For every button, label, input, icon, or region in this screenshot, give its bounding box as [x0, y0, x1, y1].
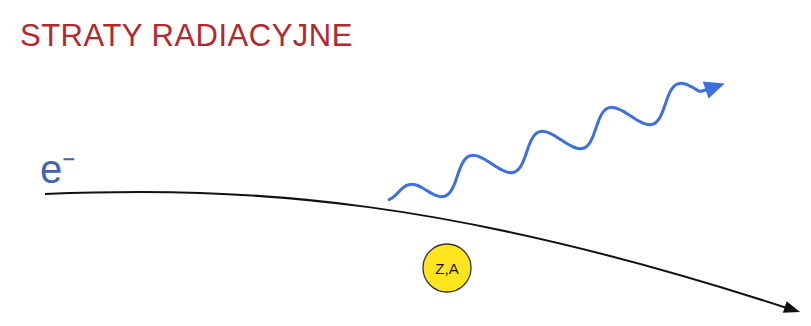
nucleus-label: Z,A [435, 260, 458, 277]
nucleus-circle: Z,A [421, 242, 473, 294]
photon-wave [388, 83, 709, 200]
arrowhead [783, 301, 800, 312]
particle-label: e⁻ [40, 140, 76, 195]
nucleus-shape [423, 244, 471, 292]
title: STRATY RADIACYJNE [20, 18, 353, 54]
arrowhead [703, 82, 725, 99]
electron-trajectory [45, 192, 790, 309]
